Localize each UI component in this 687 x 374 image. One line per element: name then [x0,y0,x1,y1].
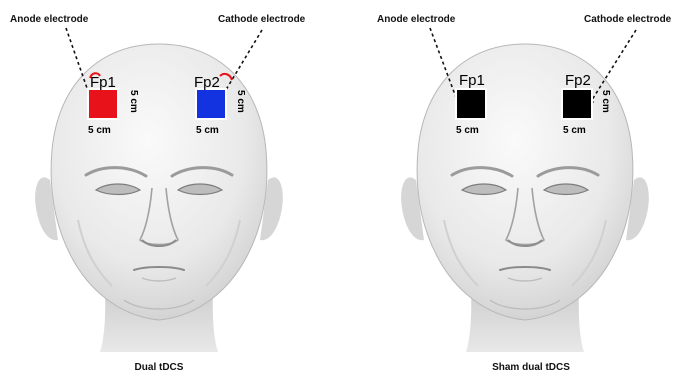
panel-caption: Dual tDCS [135,362,184,373]
cathode-height-label: 5 cm [235,90,246,113]
anode-electrode-label: Anode electrode [10,14,89,25]
cathode-height-label: 5 cm [600,90,611,113]
panel-sham-dual-tdcs: Anode electrode Cathode electrode Fp1 Fp… [377,14,672,373]
cathode-width-label: 5 cm [196,125,219,136]
anode-height-label: 5 cm [128,90,139,113]
anode-width-label: 5 cm [456,125,479,136]
anode-electrode-label: Anode electrode [377,14,456,25]
cathode-electrode-pad [562,89,592,119]
anode-electrode-pad [88,89,118,119]
panel-caption: Sham dual tDCS [492,362,570,373]
site-fp2-label: Fp2 [565,72,591,89]
cathode-electrode-pad [196,89,226,119]
anode-electrode-pad [456,89,486,119]
cathode-electrode-label: Cathode electrode [218,14,306,25]
panel-dual-tdcs: Anode electrode Cathode electrode Fp1 Fp… [10,14,306,373]
cathode-electrode-label: Cathode electrode [584,14,672,25]
site-fp2-label: Fp2 [194,74,220,91]
site-fp1-label: Fp1 [459,72,485,89]
cathode-width-label: 5 cm [563,125,586,136]
site-fp1-label: Fp1 [90,74,116,91]
anode-width-label: 5 cm [88,125,111,136]
